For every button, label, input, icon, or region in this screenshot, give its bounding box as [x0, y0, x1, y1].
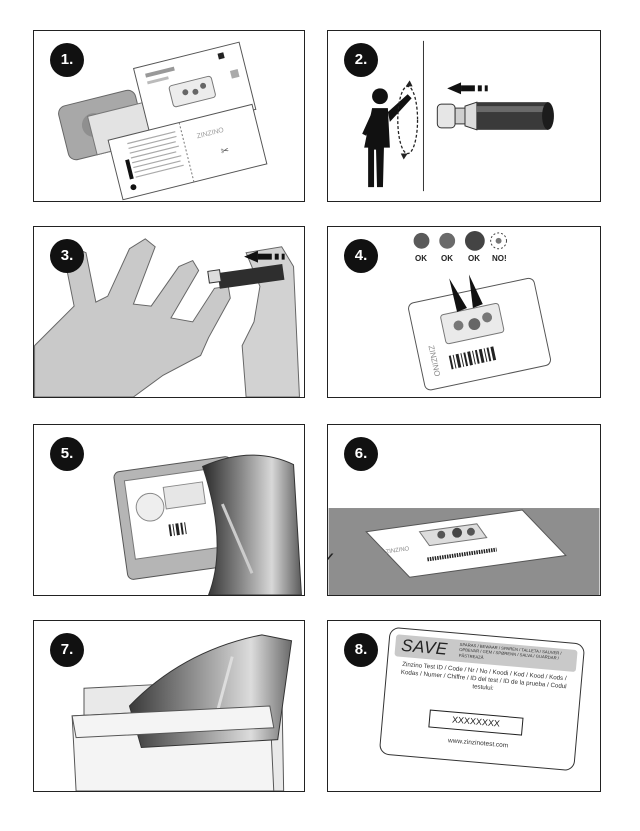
- svg-text:✂: ✂: [220, 145, 231, 158]
- blood-drop-examples: [413, 230, 507, 251]
- step-8-badge: 8.: [344, 633, 378, 667]
- step-1-illustration: ZINZINO ✂: [58, 41, 268, 201]
- step-3-panel: 3.: [33, 226, 305, 398]
- step-7-badge: 7.: [50, 633, 84, 667]
- step-6-panel: 6. ZINZINO: [327, 424, 601, 596]
- step-1-badge: 1.: [50, 43, 84, 77]
- ok-label-4: NO!: [492, 254, 507, 263]
- step-5-badge: 5.: [50, 437, 84, 471]
- step-4-illustration: ZINZINO: [408, 230, 552, 391]
- step-7-panel: 7.: [33, 620, 305, 792]
- step-2-badge: 2.: [344, 43, 378, 77]
- instruction-leaflet-icon: ZINZINO ✂: [107, 103, 268, 201]
- arrow-left-icon: [244, 250, 285, 263]
- step-4-badge: 4.: [344, 239, 378, 273]
- step-5-illustration: [113, 454, 302, 595]
- step-2-illustration: [362, 40, 554, 192]
- ok-label-2: OK: [441, 254, 453, 263]
- save-word: SAVE: [400, 635, 449, 659]
- finger-prick-lancet-icon: [207, 264, 285, 289]
- hand-icon: [34, 238, 231, 397]
- step-2-panel: 2.: [327, 30, 601, 202]
- step-3-illustration: [34, 238, 300, 397]
- website-url: www.zinzinotest.com: [447, 737, 509, 750]
- save-languages: SPARAS / BEWAAR / SPAREN / TALLETA / SAU…: [458, 641, 562, 661]
- lancet-pen-icon: [436, 101, 554, 131]
- step-5-panel: 5.: [33, 424, 305, 596]
- test-code-box: XXXXXXXX: [428, 709, 524, 736]
- svg-text:ZINZINO: ZINZINO: [385, 546, 410, 555]
- step-7-illustration: [71, 634, 293, 791]
- ok-label-3: OK: [468, 254, 480, 263]
- step-3-badge: 3.: [50, 239, 84, 273]
- drying-card-on-table-icon: ZINZINO: [328, 509, 567, 578]
- arrow-left-icon: [447, 82, 488, 95]
- step-6-badge: 6.: [344, 437, 378, 471]
- right-hand-icon: [241, 246, 300, 397]
- step-8-panel: 8. SAVE SPARAS / BEWAAR / SPAREN / TALLE…: [327, 620, 601, 792]
- save-card: SAVE SPARAS / BEWAAR / SPAREN / TALLETA …: [378, 626, 586, 772]
- warning-icon: [125, 159, 137, 191]
- step-4-panel: 4. OK OK OK NO! ZINZINO: [327, 226, 601, 398]
- step-1-panel: 1. ZINZINO ✂: [33, 30, 305, 202]
- arrow-down-icon: [449, 274, 483, 312]
- step-6-illustration: ZINZINO: [328, 508, 600, 595]
- test-card-icon: ZINZINO: [408, 277, 552, 391]
- person-arm-swing-icon: [362, 88, 412, 188]
- foil-bag-icon: [201, 454, 302, 595]
- ok-label-1: OK: [415, 254, 427, 263]
